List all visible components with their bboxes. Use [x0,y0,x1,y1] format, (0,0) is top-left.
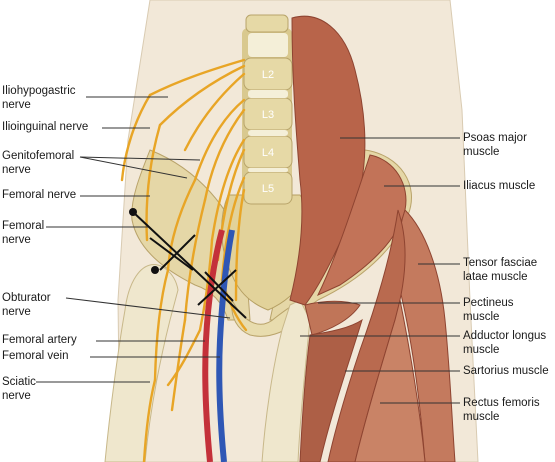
label-femoral-nerve-2: Femoral nerve [2,220,45,246]
label-psoas-major-muscle: Psoas major muscle [463,132,527,158]
vertebra-label-l2: L2 [262,69,274,81]
vertebra-label-l4: L4 [262,147,274,159]
label-pectineus-muscle: Pectineus muscle [463,297,514,323]
landmark-dot-upper [129,208,137,216]
label-femoral-artery: Femoral artery [2,334,77,346]
pectineus-muscle [304,300,361,336]
label-tensor-fasciae-latae-muscle: Tensor fasciae latae muscle [463,257,538,283]
label-rectus-femoris-muscle: Rectus femoris muscle [463,397,540,423]
femoral-artery [202,229,225,462]
label-iliacus-muscle: Iliacus muscle [463,180,536,192]
vertebral-bodies [243,14,293,205]
vertebra-label-l5: L5 [262,183,274,195]
vertebra-label-l3: L3 [262,109,274,121]
label-femoral-vein: Femoral vein [2,350,69,362]
label-ilioinguinal-nerve: Ilioinguinal nerve [2,121,89,133]
label-iliohypogastric-nerve: Iliohypogastric nerve [2,85,76,111]
label-sartorius-muscle: Sartorius muscle [463,365,549,377]
label-adductor-longus-muscle: Adductor longus muscle [463,330,547,356]
rectus-femoris-muscle [354,299,426,462]
leader-lines [36,96,460,404]
iliacus-muscle [316,154,407,297]
label-genitofemoral-nerve: Genitofemoral nerve [2,150,75,176]
nerve-block-markers [132,211,247,319]
psoas-major-muscle [289,15,366,306]
femoral-vein [216,229,235,462]
label-sciatic-nerve: Sciatic nerve [2,376,36,402]
label-femoral-nerve: Femoral nerve [2,189,77,201]
adductor-longus-muscle [299,318,363,462]
label-obturator-nerve: Obturator nerve [2,292,51,318]
landmark-dot-lower [151,266,159,274]
right-femur [261,299,311,462]
